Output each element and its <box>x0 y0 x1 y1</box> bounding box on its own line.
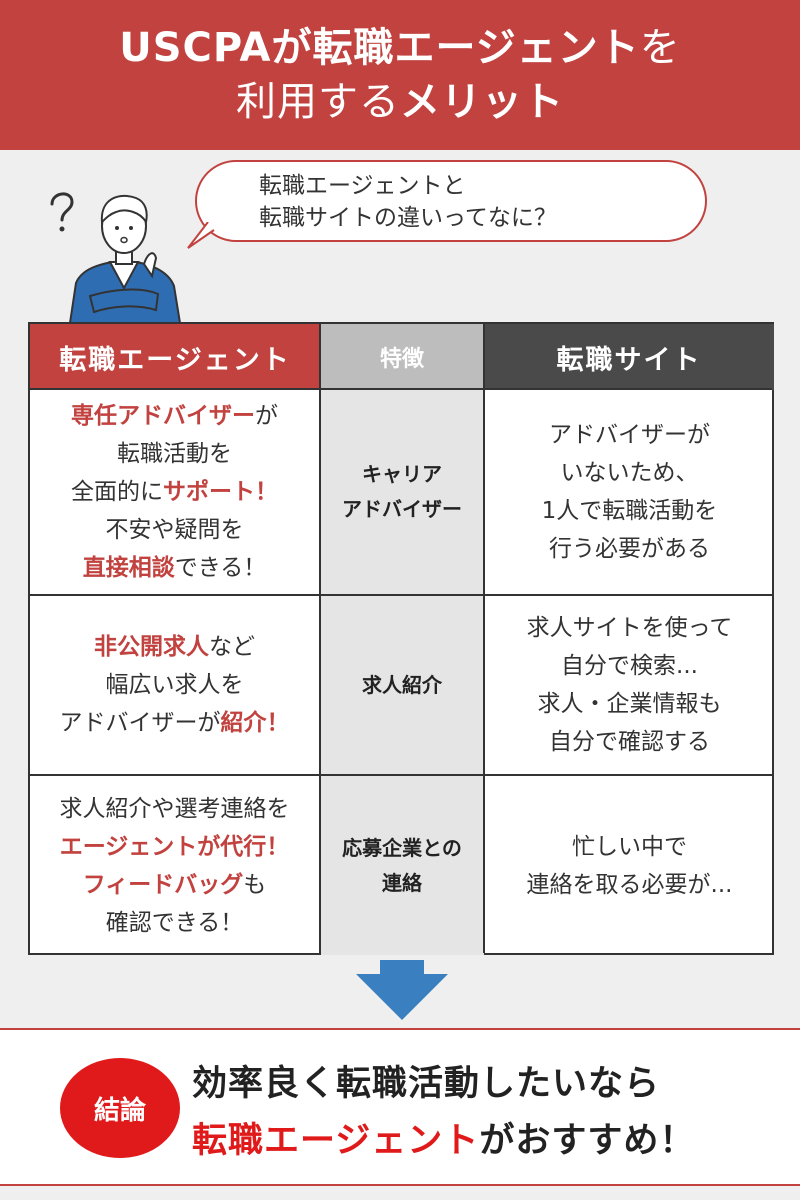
title-part: 利用する <box>236 79 400 125</box>
cell-text: など <box>209 634 255 660</box>
highlight-text: 専任アドバイザー <box>71 403 255 429</box>
cell-text: が <box>255 403 278 429</box>
bubble-line: 転職エージェントと <box>259 173 466 199</box>
site-cell-line: 1人で転職活動を <box>541 498 718 524</box>
cell-text: 幅広い求人を <box>105 672 244 698</box>
site-cell-line: 求人サイトを使って <box>526 615 733 641</box>
title-part: を <box>639 25 681 71</box>
feature-column-bg <box>321 390 484 955</box>
site-cell-line: 行う必要がある <box>549 536 710 562</box>
site-cell: アドバイザーがいないため、 1人で転職活動を行う必要がある <box>485 390 774 594</box>
title-part: 転職エージェント <box>312 25 640 71</box>
cell-text: できる！ <box>174 555 267 581</box>
cell-text: 転職活動を <box>117 441 232 467</box>
highlight-text: 直接相談 <box>82 555 175 581</box>
site-cell-line: 自分で確認する <box>549 729 710 755</box>
agent-cell-line: 専任アドバイザーが <box>71 397 278 435</box>
feature-cell: キャリアアドバイザー <box>321 390 483 594</box>
header-site: 転職サイト <box>484 324 774 390</box>
conclusion-badge: 結論 <box>60 1058 180 1158</box>
site-cell: 求人サイトを使って自分で検索... 求人・企業情報も自分で確認する <box>485 596 774 774</box>
cell-text: 確認できる！ <box>105 909 244 936</box>
confused-businessman-icon <box>50 192 182 323</box>
conclusion-line-1: 効率良く転職活動したいなら <box>192 1064 661 1104</box>
highlight-text: サポート！ <box>163 479 278 505</box>
title-line-1: USCPAが転職エージェントを <box>0 21 800 75</box>
cell-text: 全面的に <box>71 479 163 505</box>
title-line-2: 利用するメリット <box>0 75 800 129</box>
bubble-line: 転職サイトの違いってなに？ <box>259 205 557 231</box>
agent-cell-line: 求人紹介や選考連絡を <box>60 790 290 828</box>
highlight-text: フィードバッグ <box>82 871 244 898</box>
highlight-text: 紹介！ <box>220 710 290 736</box>
question-mark-icon <box>50 192 74 222</box>
conclusion-rest: がおすすめ！ <box>479 1121 696 1161</box>
site-cell: 忙しい中で連絡を取る必要が... <box>485 776 774 955</box>
cell-text: 不安や疑問を <box>105 517 244 543</box>
speech-bubble: 転職エージェントと 転職サイトの違いってなに？ <box>195 160 707 242</box>
cell-text: も <box>243 871 267 898</box>
header-feature: 特徴 <box>320 324 484 390</box>
comparison-table: 転職エージェント 特徴 転職サイト 専任アドバイザーが転職活動を全面的にサポート… <box>28 322 774 955</box>
site-cell-line: アドバイザーが <box>549 422 710 448</box>
title-part: メリット <box>400 79 564 125</box>
agent-cell: 非公開求人など幅広い求人をアドバイザーが紹介！ <box>30 596 319 774</box>
agent-cell-line: 直接相談できる！ <box>83 549 267 587</box>
highlight-text: 非公開求人 <box>94 634 209 660</box>
divider <box>483 324 485 953</box>
feature-cell-line: 連絡 <box>382 870 422 895</box>
feature-cell-line: アドバイザー <box>342 497 462 521</box>
feature-cell: 求人紹介 <box>321 596 483 774</box>
divider <box>30 774 772 776</box>
agent-cell-line: 非公開求人など <box>94 628 255 666</box>
site-cell-line: 求人・企業情報も <box>537 691 722 717</box>
agent-cell-line: 転職活動を <box>117 435 232 473</box>
title-part: USCPAが <box>119 25 313 71</box>
divider <box>30 388 772 390</box>
agent-cell-line: 確認できる！ <box>106 904 244 942</box>
divider <box>30 594 772 596</box>
page-title: USCPAが転職エージェントを 利用するメリット <box>0 0 800 150</box>
site-cell-line: 忙しい中で <box>572 833 687 860</box>
divider <box>319 324 321 953</box>
feature-cell: 応募企業との連絡 <box>321 776 483 955</box>
down-arrow-icon <box>356 960 448 1020</box>
agent-cell-line: エージェントが代行！ <box>60 828 290 866</box>
agent-cell-line: 全面的にサポート！ <box>71 473 278 511</box>
agent-cell-line: 幅広い求人を <box>106 666 244 704</box>
site-cell-line: 自分で検索... <box>561 653 698 679</box>
feature-cell-line: 求人紹介 <box>362 672 442 697</box>
cell-text: 求人紹介や選考連絡を <box>59 795 290 822</box>
site-cell-line: 連絡を取る必要が... <box>526 871 733 898</box>
header-agent: 転職エージェント <box>30 324 320 390</box>
bubble-tail <box>187 222 215 249</box>
feature-cell-line: 応募企業との <box>342 835 462 860</box>
site-cell-line: いないため、 <box>560 460 699 486</box>
agent-cell: 求人紹介や選考連絡をエージェントが代行！ フィードバッグも確認できる！ <box>30 776 319 955</box>
agent-cell-line: フィードバッグも <box>83 866 267 904</box>
agent-cell: 専任アドバイザーが転職活動を全面的にサポート！不安や疑問を直接相談できる！ <box>30 390 319 594</box>
feature-cell-line: キャリア <box>362 462 442 486</box>
conclusion-highlight: 転職エージェント <box>192 1121 480 1161</box>
cell-text: アドバイザーが <box>59 710 221 736</box>
agent-cell-line: アドバイザーが紹介！ <box>60 704 290 742</box>
conclusion-line-2: 転職エージェントがおすすめ！ <box>192 1112 695 1163</box>
highlight-text: エージェントが代行！ <box>59 833 290 860</box>
agent-cell-line: 不安や疑問を <box>106 511 244 549</box>
